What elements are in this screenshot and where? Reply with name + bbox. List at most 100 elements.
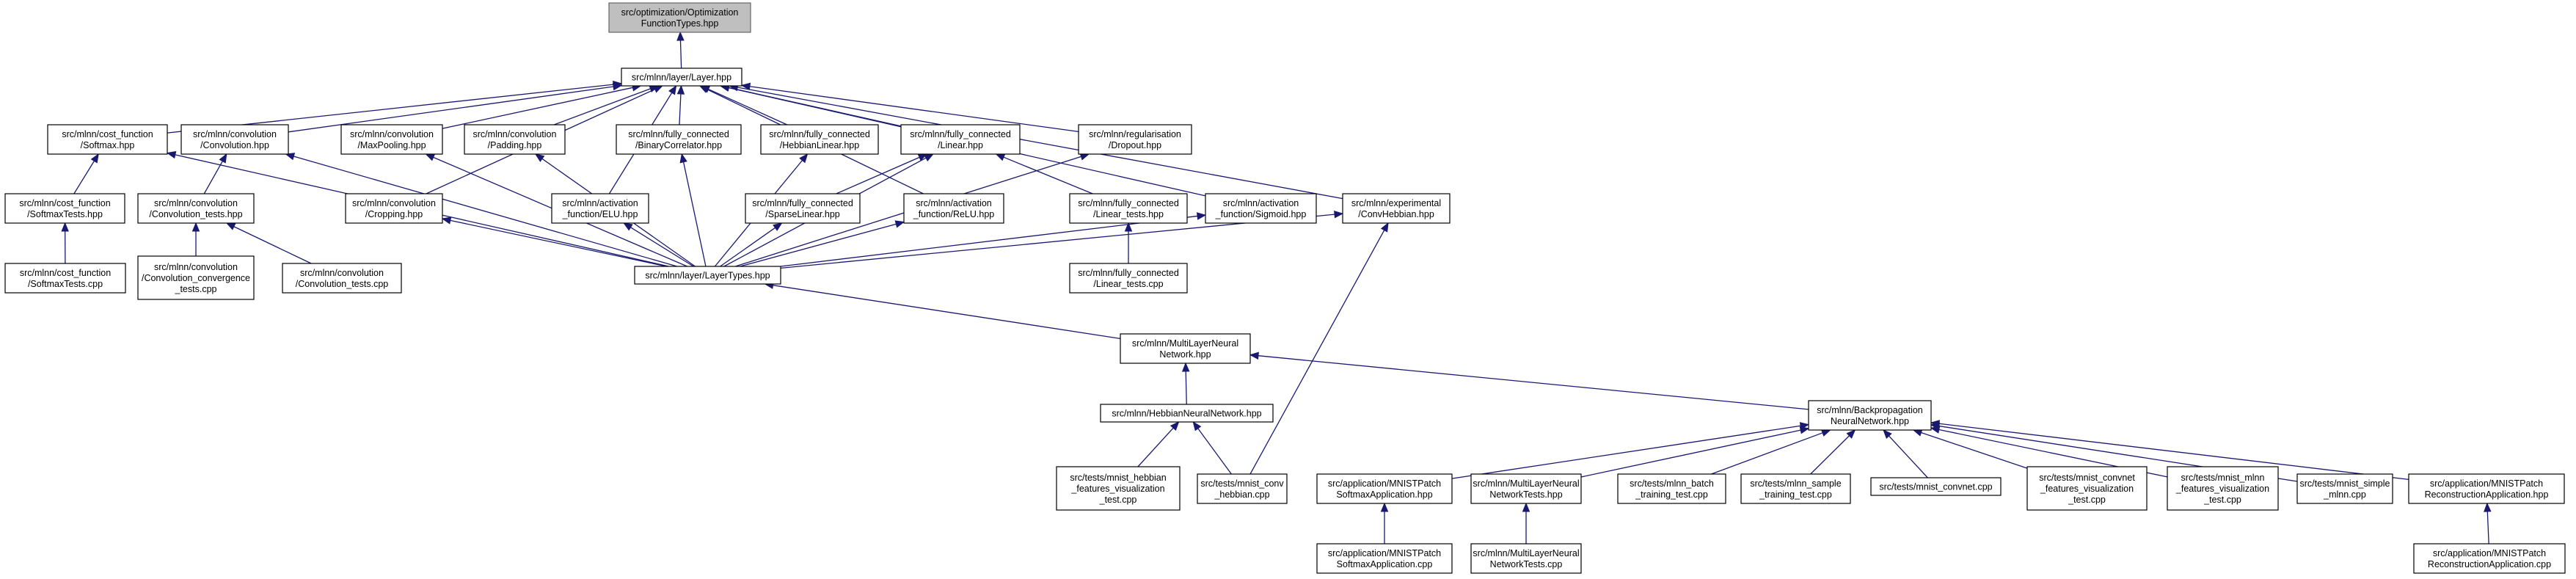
file-node[interactable]: src/application/MNISTPatchSoftmaxApplica… — [1316, 543, 1453, 574]
file-node[interactable]: src/mlnn/HebbianNeuralNetwork.hpp — [1100, 404, 1274, 423]
node-label-line: SoftmaxApplication.hpp — [1336, 489, 1432, 500]
node-label-line: src/mlnn/MultiLayerNeural — [1473, 478, 1579, 489]
node-box — [1069, 263, 1188, 294]
file-node[interactable]: src/application/MNISTPatchReconstruction… — [2413, 543, 2566, 574]
edge-arrowhead — [1334, 210, 1344, 219]
graph-nodes: src/optimization/OptimizationFunctionTyp… — [4, 2, 2566, 574]
file-node[interactable]: src/mlnn/layer/Layer.hpp — [621, 68, 742, 87]
file-node[interactable]: src/mlnn/activation_function/ReLU.hpp — [903, 193, 1004, 224]
file-node[interactable]: src/mlnn/regularisation/Dropout.hpp — [1078, 124, 1192, 155]
node-label-line: /SoftmaxTests.cpp — [28, 279, 103, 289]
node-box — [1342, 193, 1451, 224]
node-box — [1078, 124, 1192, 155]
edge-arrowhead — [61, 222, 69, 232]
node-box — [760, 124, 879, 155]
file-node[interactable]: src/mlnn/fully_connected/Linear.hpp — [900, 124, 1021, 155]
node-box — [2413, 543, 2566, 574]
file-node[interactable]: src/mlnn/cost_function/SoftmaxTests.hpp — [4, 193, 125, 224]
file-node[interactable]: src/mlnn/experimental/ConvHebbian.hpp — [1342, 193, 1451, 224]
node-label-line: NetworkTests.hpp — [1489, 489, 1562, 500]
file-node[interactable]: src/mlnn/activation_function/Sigmoid.hpp — [1205, 193, 1317, 224]
file-node[interactable]: src/application/MNISTPatchSoftmaxApplica… — [1316, 473, 1453, 504]
file-node[interactable]: src/mlnn/convolution/MaxPooling.hpp — [340, 124, 443, 155]
file-node[interactable]: src/tests/mnist_simple_mlnn.cpp — [2296, 473, 2393, 504]
node-label-line: _features_visualization — [2040, 484, 2134, 494]
node-label-line: src/tests/mnist_mlnn — [2181, 473, 2265, 483]
file-node[interactable]: src/mlnn/MultiLayerNeuralNetworkTests.cp… — [1470, 543, 1582, 574]
file-node[interactable]: src/mlnn/convolution/Cropping.hpp — [345, 193, 443, 224]
node-label-line: src/mlnn/fully_connected — [1078, 268, 1179, 278]
node-label-line: src/tests/mnist_hebbian — [1070, 473, 1166, 483]
node-label-line: src/mlnn/layer/Layer.hpp — [632, 73, 731, 83]
node-label-line: src/mlnn/fully_connected — [1078, 198, 1179, 208]
file-node[interactable]: src/tests/mnist_mlnn_features_visualizat… — [2167, 466, 2279, 511]
node-label-line: ReconstructionApplication.hpp — [2425, 489, 2549, 500]
node-label-line: src/mlnn/cost_function — [20, 268, 111, 278]
file-node[interactable]: src/mlnn/convolution/Padding.hpp — [464, 124, 566, 155]
node-box — [745, 193, 861, 224]
node-label-line: src/mlnn/fully_connected — [910, 129, 1011, 139]
node-label-line: _function/Sigmoid.hpp — [1215, 209, 1307, 219]
file-node[interactable]: src/tests/mlnn_batch_training_test.cpp — [1617, 473, 1726, 504]
dependency-edge — [749, 86, 1079, 133]
node-label-line: /Convolution_convergence — [142, 273, 250, 283]
dependency-edge — [203, 161, 223, 194]
node-box — [1069, 193, 1188, 224]
edge-arrowhead — [1181, 362, 1190, 372]
file-node[interactable]: src/mlnn/cost_function/Softmax.hpp — [47, 124, 168, 155]
node-label-line: src/tests/mlnn_sample — [1750, 478, 1841, 489]
file-node[interactable]: src/mlnn/fully_connected/Linear_tests.hp… — [1069, 193, 1188, 224]
dependency-edge — [1921, 431, 2028, 469]
node-label-line: SoftmaxApplication.cpp — [1337, 559, 1433, 569]
node-label-line: src/mlnn/cost_function — [19, 198, 110, 208]
edge-arrowhead — [219, 153, 227, 164]
node-label-line: src/mlnn/fully_connected — [628, 129, 729, 139]
file-node[interactable]: src/mlnn/cost_function/SoftmaxTests.cpp — [4, 263, 126, 294]
edge-arrowhead — [995, 153, 1006, 161]
file-node[interactable]: src/mlnn/convolution/Convolution_tests.h… — [137, 193, 255, 224]
file-node[interactable]: src/tests/mnist_conv_hebbian.cpp — [1197, 473, 1288, 504]
file-node[interactable]: src/mlnn/fully_connected/SparseLinear.hp… — [745, 193, 861, 224]
node-label-line: src/mlnn/convolution — [352, 198, 436, 208]
file-node[interactable]: src/mlnn/convolution/Convolution_converg… — [137, 255, 255, 300]
file-node[interactable]: src/mlnn/fully_connected/Linear_tests.cp… — [1069, 263, 1188, 294]
file-node[interactable]: src/mlnn/convolution/Convolution_tests.c… — [282, 263, 402, 294]
node-label-line: /SparseLinear.hpp — [765, 209, 840, 219]
file-node[interactable]: src/mlnn/convolution/Convolution.hpp — [180, 124, 289, 155]
file-node[interactable]: src/tests/mnist_hebbian_features_visuali… — [1056, 466, 1181, 511]
dependency-edge — [293, 156, 677, 267]
node-box — [1808, 400, 1932, 431]
file-node[interactable]: src/tests/mlnn_sample_training_test.cpp — [1740, 473, 1851, 504]
node-label-line: /Dropout.hpp — [1109, 140, 1161, 150]
node-label-line: src/mlnn/convolution — [473, 129, 557, 139]
edge-arrowhead — [1170, 421, 1180, 431]
node-label-line: _function/ELU.hpp — [562, 209, 638, 219]
node-box — [1470, 543, 1582, 574]
node-label-line: src/tests/mnist_convnet — [2039, 473, 2135, 483]
file-node[interactable]: src/mlnn/layer/LayerTypes.hpp — [634, 266, 781, 285]
edge-arrowhead — [1846, 429, 1856, 439]
file-node[interactable]: src/mlnn/BackpropagationNeuralNetwork.hp… — [1808, 400, 1932, 431]
file-node[interactable]: src/application/MNISTPatchReconstruction… — [2408, 473, 2565, 504]
file-node[interactable]: src/mlnn/fully_connected/HebbianLinear.h… — [760, 124, 879, 155]
node-label-line: _training_test.cpp — [1635, 489, 1708, 500]
file-node[interactable]: src/tests/mnist_convnet_features_visuali… — [2026, 466, 2148, 511]
node-label-line: Network.hpp — [1159, 349, 1211, 360]
node-box — [345, 193, 443, 224]
dependency-edge — [73, 161, 95, 194]
node-label-line: src/mlnn/HebbianNeuralNetwork.hpp — [1112, 409, 1261, 419]
dependency-edge — [1938, 423, 2409, 481]
node-label-line: src/application/MNISTPatch — [2433, 548, 2546, 558]
edge-arrowhead — [894, 220, 905, 228]
node-label-line: /Cropping.hpp — [365, 209, 423, 219]
dependency-edge — [679, 40, 682, 69]
dependency-edge — [1258, 355, 1809, 410]
dependency-edge — [679, 93, 682, 125]
file-node[interactable]: src/tests/mnist_convnet.cpp — [1870, 477, 2002, 496]
file-node[interactable]: src/mlnn/fully_connected/BinaryCorrelato… — [616, 124, 742, 155]
file-node[interactable]: src/mlnn/activation_function/ELU.hpp — [551, 193, 649, 224]
file-node[interactable]: src/mlnn/MultiLayerNeuralNetworkTests.hp… — [1470, 473, 1582, 504]
node-label-line: src/application/MNISTPatch — [1328, 478, 1441, 489]
node-box — [137, 255, 255, 300]
